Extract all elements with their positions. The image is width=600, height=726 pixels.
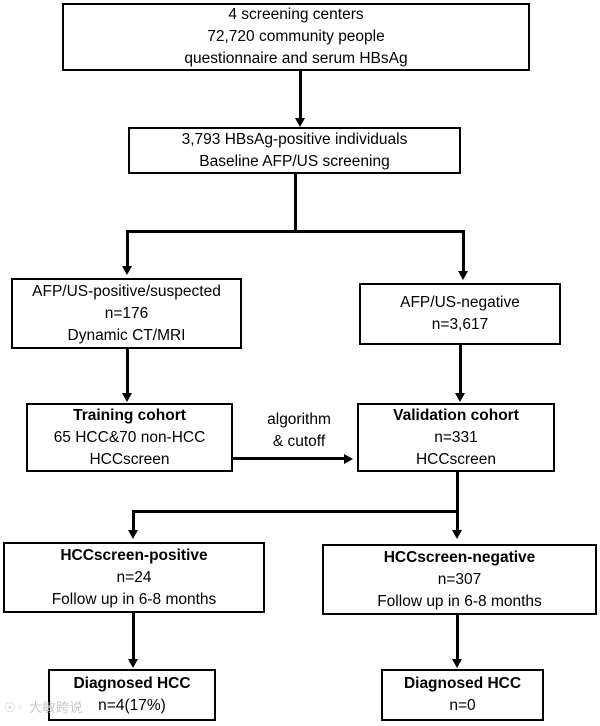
node-line: Dynamic CT/MRI — [67, 326, 186, 344]
arrowhead-icon — [121, 266, 132, 275]
node-line: AFP/US-negative — [400, 294, 520, 311]
arrowhead-icon — [344, 453, 353, 464]
node-line: n=176 — [104, 304, 149, 322]
connector-validation-to-hcc-positive — [132, 510, 135, 534]
connector-validation-to-hcc-negative — [456, 510, 459, 534]
node-line: Validation cohort — [393, 406, 519, 424]
node-line: Follow up in 6-8 months — [51, 590, 217, 608]
node-line: 4 screening centers — [228, 6, 364, 23]
node-validation-cohort: Validation cohort n=331 HCCscreen — [357, 403, 555, 472]
node-line: AFP/US-positive/suspected — [32, 282, 221, 300]
connector-training-to-validation — [233, 457, 346, 460]
arrowhead-icon — [457, 271, 468, 280]
node-line: 3,793 HBsAg-positive individuals — [181, 130, 408, 148]
connector-screening-to-hbsag — [299, 71, 302, 122]
node-line: n=307 — [437, 570, 482, 588]
node-line: 72,720 community people — [207, 28, 385, 45]
edge-label-line: algorithm — [267, 411, 331, 428]
connector-hbsag-stem — [294, 174, 297, 232]
node-line: Diagnosed HCC — [403, 675, 522, 692]
node-hccscreen-positive: HCCscreen-positive n=24 Follow up in 6-8… — [3, 542, 265, 613]
connector-hcc-negative-to-diagnosed — [456, 615, 459, 663]
arrowhead-icon — [294, 118, 305, 127]
node-line: HCCscreen — [89, 450, 170, 468]
connector-hbsag-to-negative — [462, 230, 465, 275]
node-afp-us-negative: AFP/US-negative n=3,617 — [359, 283, 561, 345]
node-line: Baseline AFP/US screening — [199, 152, 390, 170]
node-line: Diagnosed HCC — [73, 675, 191, 692]
connector-validation-split-bar — [132, 510, 459, 513]
arrowhead-icon — [127, 530, 138, 539]
node-line: n=0 — [449, 697, 476, 714]
node-line: Follow up in 6-8 months — [377, 592, 542, 610]
node-hccscreen-negative: HCCscreen-negative n=307 Follow up in 6-… — [322, 544, 597, 615]
node-line: HCCscreen — [415, 450, 497, 468]
node-hbsag-positive: 3,793 HBsAg-positive individuals Baselin… — [128, 127, 461, 174]
node-line: n=24 — [116, 568, 152, 586]
node-line: n=331 — [434, 428, 478, 446]
arrowhead-icon — [451, 659, 462, 668]
node-line: HCCscreen-positive — [60, 546, 208, 564]
node-line: questionnaire and serum HBsAg — [184, 50, 408, 67]
node-diagnosed-hcc-left: Diagnosed HCC n=4(17%) — [48, 669, 216, 721]
edge-label-line: & cutoff — [272, 433, 326, 450]
node-diagnosed-hcc-right: Diagnosed HCC n=0 — [381, 669, 544, 721]
node-line: Training cohort — [73, 406, 186, 424]
node-line: n=3,617 — [431, 316, 489, 333]
node-training-cohort: Training cohort 65 HCC&70 non-HCC HCCscr… — [26, 403, 233, 472]
connector-validation-stem — [456, 472, 459, 512]
watermark-logo-icon: ☉◦ — [4, 701, 25, 716]
watermark: ☉◦ 大敏跨说 — [4, 697, 83, 716]
node-line: 65 HCC&70 non-HCC — [53, 428, 206, 446]
node-line: HCCscreen-negative — [383, 548, 536, 566]
node-afp-us-positive: AFP/US-positive/suspected n=176 Dynamic … — [11, 278, 242, 349]
watermark-text: 大敏跨说 — [28, 701, 83, 716]
connector-positive-to-training — [126, 349, 129, 397]
connector-hcc-positive-to-diagnosed — [132, 613, 135, 663]
connector-hbsag-to-positive — [126, 230, 129, 270]
arrowhead-icon — [451, 530, 462, 539]
arrowhead-icon — [127, 659, 138, 668]
edge-label-algorithm-cutoff: algorithm & cutoff — [244, 409, 354, 453]
node-line: n=4(17%) — [98, 697, 166, 714]
connector-hbsag-split-bar — [126, 230, 465, 233]
arrowhead-icon — [121, 393, 132, 402]
arrowhead-icon — [454, 393, 465, 402]
node-screening-centers: 4 screening centers 72,720 community peo… — [62, 3, 530, 71]
connector-negative-to-validation — [459, 345, 462, 397]
